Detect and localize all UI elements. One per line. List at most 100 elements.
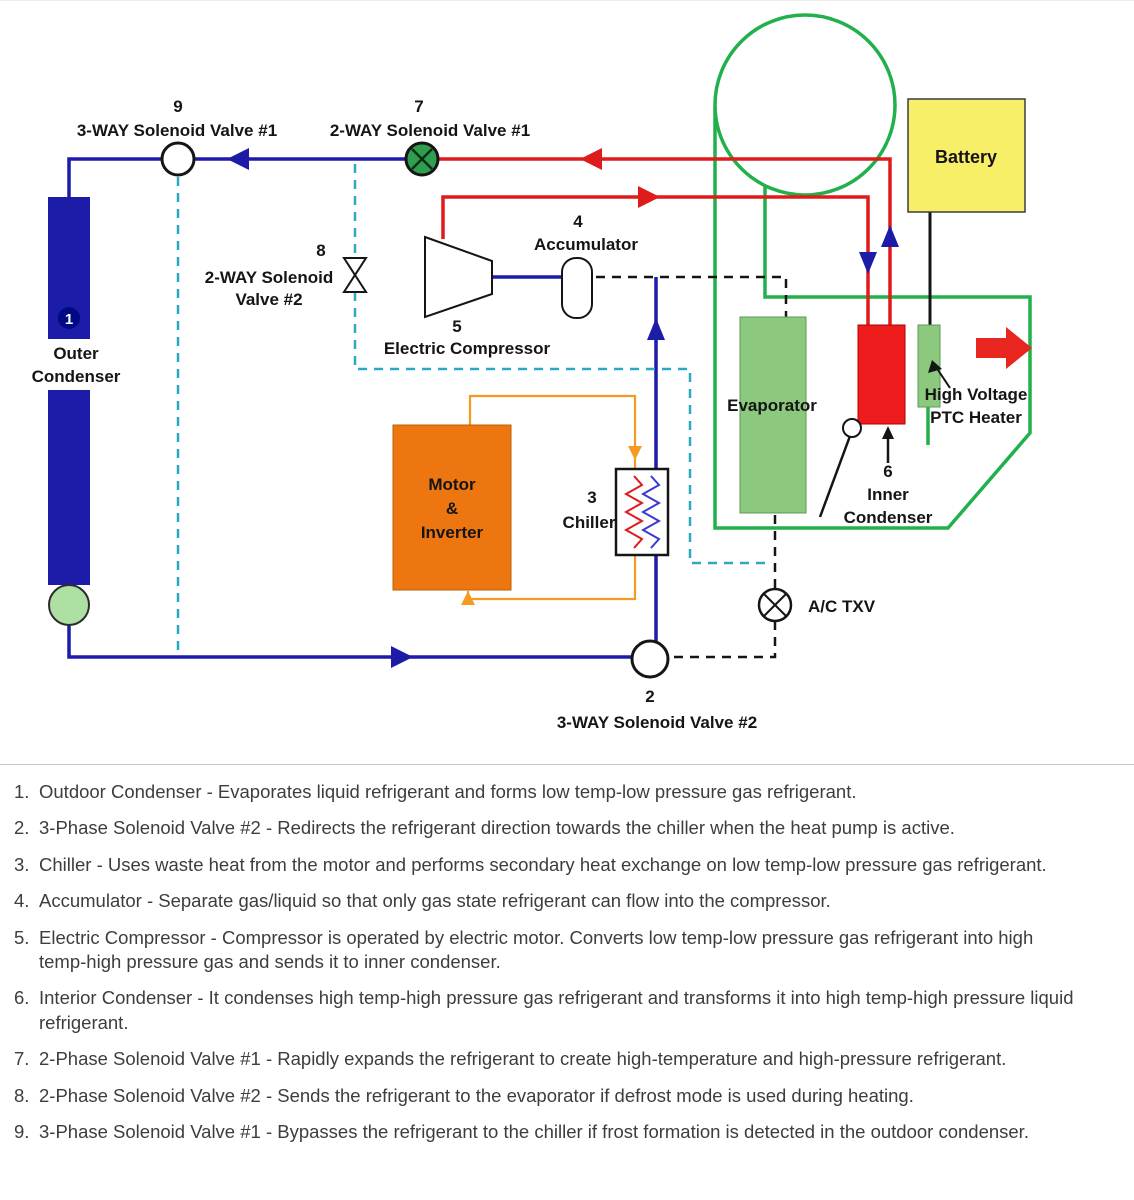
chiller-number: 3 — [587, 488, 596, 507]
ptc-heater-label-line1: High Voltage — [925, 385, 1028, 404]
legend-item-9: 9. 3-Phase Solenoid Valve #1 - Bypasses … — [14, 1120, 1082, 1144]
battery-box — [907, 98, 1026, 213]
battery-label: Battery — [935, 147, 997, 167]
inner-condenser-label-line1: Inner — [867, 485, 909, 504]
compressor-label: Electric Compressor — [384, 339, 551, 358]
legend-item-number: 7. — [14, 1048, 30, 1070]
legend-item-text: Outdoor Condenser - Evaporates liquid re… — [39, 781, 857, 802]
inner-condenser-number: 6 — [883, 462, 892, 481]
legend-item-number: 8. — [14, 1084, 30, 1106]
flow-arrow-right-bottom-line — [391, 646, 413, 668]
refrigerant-lines — [67, 157, 658, 659]
valve8-lower-line — [353, 292, 766, 565]
heat-output-arrow — [976, 327, 1032, 369]
legend-item-number: 5. — [14, 926, 30, 948]
flow-arrow-left-to-valve7 — [580, 148, 602, 170]
legend-item-number: 2. — [14, 817, 30, 839]
legend-item-text: 2-Phase Solenoid Valve #2 - Sends the re… — [39, 1084, 914, 1106]
legend-item-4: 4. Accumulator - Separate gas/liquid so … — [14, 889, 1082, 913]
inner-condenser-pointer-arrowhead — [882, 426, 894, 439]
evaporator-label: Evaporator — [727, 396, 817, 415]
txv-label: A/C TXV — [808, 597, 876, 616]
accumulator-number: 4 — [573, 212, 583, 231]
legend-item-text: 3-Phase Solenoid Valve #2 - Redirects th… — [39, 817, 955, 839]
valve-9-label: 3-WAY Solenoid Valve #1 — [77, 121, 277, 140]
legend-item-number: 4. — [14, 890, 30, 912]
valve-2-symbol — [630, 639, 670, 679]
legend-item-7: 7. 2-Phase Solenoid Valve #1 - Rapidly e… — [14, 1047, 1082, 1071]
flow-arrow-up-from-inner-condenser — [881, 225, 899, 247]
diagram-canvas: 9 3-WAY Solenoid Valve #1 7 2-WAY Soleno… — [32, 13, 1032, 732]
legend-item-text: 2-Phase Solenoid Valve #1 - Rapidly expa… — [39, 1048, 1007, 1070]
valve-7-number: 7 — [414, 97, 423, 116]
flow-arrow-right-to-inner-condenser — [638, 186, 660, 208]
legend-item-number: 6. — [14, 987, 30, 1009]
ptc-heater-box — [917, 324, 941, 408]
evaporator-to-accumulator-line — [596, 275, 788, 319]
outer-condenser-number: 1 — [65, 311, 73, 328]
valve-7-label: 2-WAY Solenoid Valve #1 — [330, 121, 530, 140]
motor-label-line2: & — [446, 499, 458, 518]
valve-8-number: 8 — [316, 241, 325, 260]
valve-8-label-line2: Valve #2 — [235, 290, 302, 309]
coolant-loop-circle — [713, 13, 897, 197]
legend-item-text: Interior Condenser - It condenses high t… — [39, 987, 1074, 1033]
flow-arrow-up-motor-loop — [461, 591, 475, 605]
inner-condenser-label-line2: Condenser — [844, 508, 933, 527]
heat-pump-diagram-page: 9 3-WAY Solenoid Valve #1 7 2-WAY Soleno… — [0, 0, 1134, 1164]
valve-7-symbol — [404, 141, 440, 177]
coolant-loop-path — [713, 107, 1032, 530]
bottom-suction-line — [67, 623, 632, 659]
legend-item-3: 3. Chiller - Uses waste heat from the mo… — [14, 853, 1082, 877]
legend-item-text: Electric Compressor - Compressor is oper… — [39, 926, 1034, 973]
valve-8-label-line1: 2-WAY Solenoid — [205, 268, 333, 287]
coolant-loop — [713, 13, 1032, 530]
legend-item-text: Chiller - Uses waste heat from the motor… — [39, 853, 1047, 875]
ptc-heater-pointer — [935, 366, 951, 389]
flow-arrow-left-to-valve9 — [227, 148, 249, 170]
legend-item-number: 1. — [14, 781, 30, 802]
motor-inverter-box — [392, 424, 512, 591]
motor-to-chiller-line — [468, 394, 637, 468]
motor-label-line1: Motor — [428, 475, 476, 494]
flow-arrow-down-motor-loop — [628, 446, 642, 460]
txv-symbol — [757, 587, 793, 623]
legend-item-6: 6. Interior Condenser - It condenses hig… — [14, 986, 1082, 1035]
valve-8-symbol — [342, 257, 368, 293]
legend-item-text: 3-Phase Solenoid Valve #1 - Bypasses the… — [39, 1121, 1029, 1143]
compressor-shape — [424, 235, 493, 319]
legend-item-number: 9. — [14, 1121, 30, 1143]
valve-2-label: 3-WAY Solenoid Valve #2 — [557, 713, 757, 732]
ac-mode-lines — [596, 275, 788, 659]
legend-item-number: 3. — [14, 853, 30, 875]
valve-9-symbol — [160, 141, 196, 177]
outer-condenser-label-line1: Outer — [53, 344, 99, 363]
outer-condenser-label-line2: Condenser — [32, 367, 121, 386]
evaporator-box — [739, 316, 807, 514]
ptc-heater-label-line2: PTC Heater — [930, 408, 1022, 427]
outer-condenser-box-bottom — [48, 390, 90, 585]
legend-item-2: 2. 3-Phase Solenoid Valve #2 - Redirects… — [14, 816, 1082, 840]
hot-gas-lines — [438, 157, 892, 325]
legend: 1. Outdoor Condenser - Evaporates liquid… — [0, 764, 1134, 1164]
accumulator-label: Accumulator — [534, 235, 638, 254]
inner-condenser-sensor-port — [842, 418, 862, 438]
ptc-heater-pointer-arrowhead — [928, 360, 942, 373]
legend-item-8: 8. 2-Phase Solenoid Valve #2 - Sends the… — [14, 1084, 1082, 1108]
chiller-cold-coil — [640, 475, 662, 549]
chiller-hot-coil — [623, 475, 645, 549]
defrost-bypass-lines — [176, 164, 766, 652]
valve-9-number: 9 — [173, 97, 182, 116]
flow-arrow-up-to-accumulator — [647, 318, 665, 340]
chiller-label: Chiller — [563, 513, 616, 532]
motor-label-line3: Inverter — [421, 523, 484, 542]
inner-condenser-sensor-line — [818, 435, 852, 518]
txv-to-valve2-line — [668, 621, 777, 659]
inner-condenser-box — [857, 324, 906, 425]
hot-gas-return-line — [438, 157, 892, 325]
valve-2-number: 2 — [645, 687, 654, 706]
legend-item-text: Accumulator - Separate gas/liquid so tha… — [39, 890, 831, 912]
outer-condenser-number-badge — [58, 307, 80, 329]
accumulator-shape — [561, 257, 593, 319]
flow-arrow-down-into-inner-condenser — [859, 252, 877, 274]
